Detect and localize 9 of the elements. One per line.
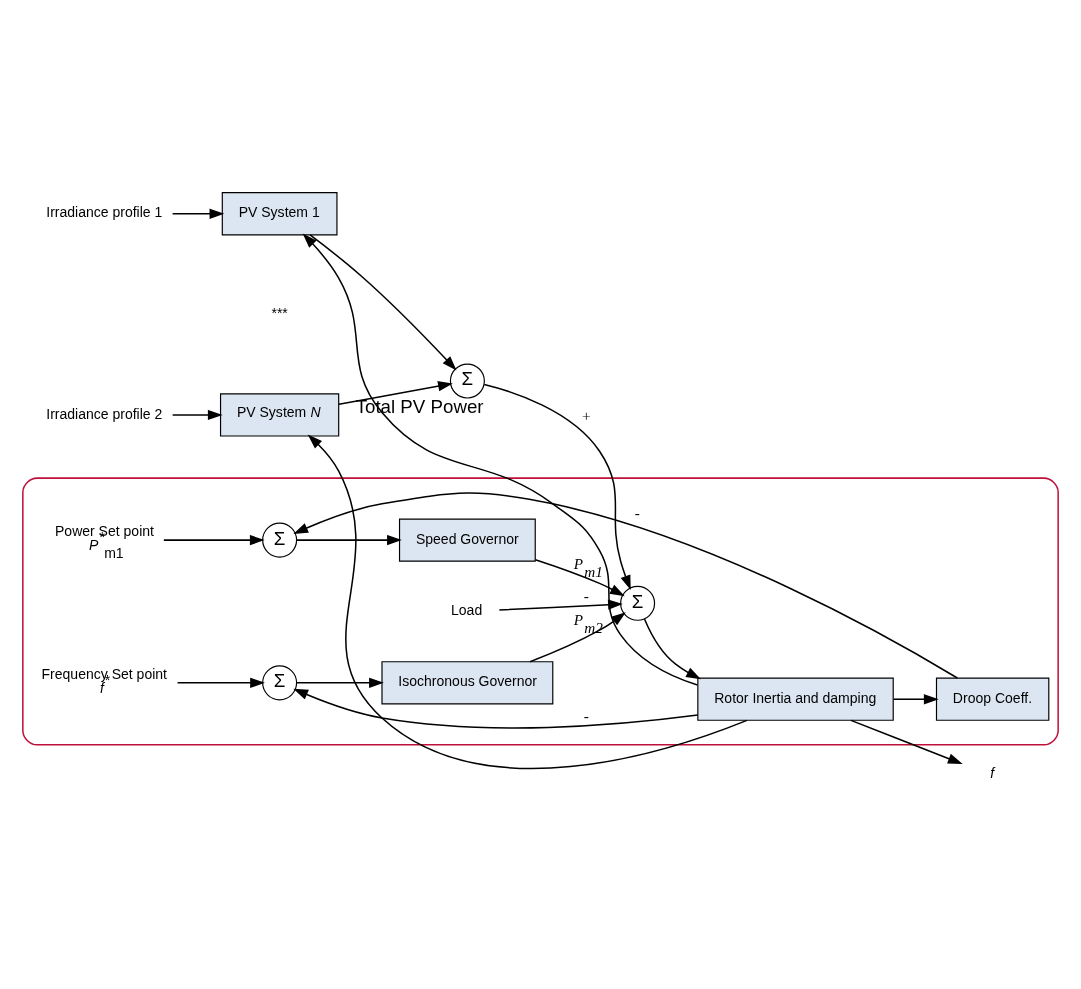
edge-label: - bbox=[583, 706, 589, 724]
node-text: f bbox=[990, 764, 995, 781]
node-text: Irradiance profile 2 bbox=[46, 405, 163, 422]
edge-label: - bbox=[634, 504, 640, 522]
edge-label: - bbox=[583, 587, 589, 605]
edge-label: + bbox=[582, 407, 591, 425]
label: *** bbox=[271, 304, 288, 321]
node-text: Irradiance profile 1 bbox=[46, 204, 163, 221]
node-text: Load bbox=[451, 602, 483, 619]
